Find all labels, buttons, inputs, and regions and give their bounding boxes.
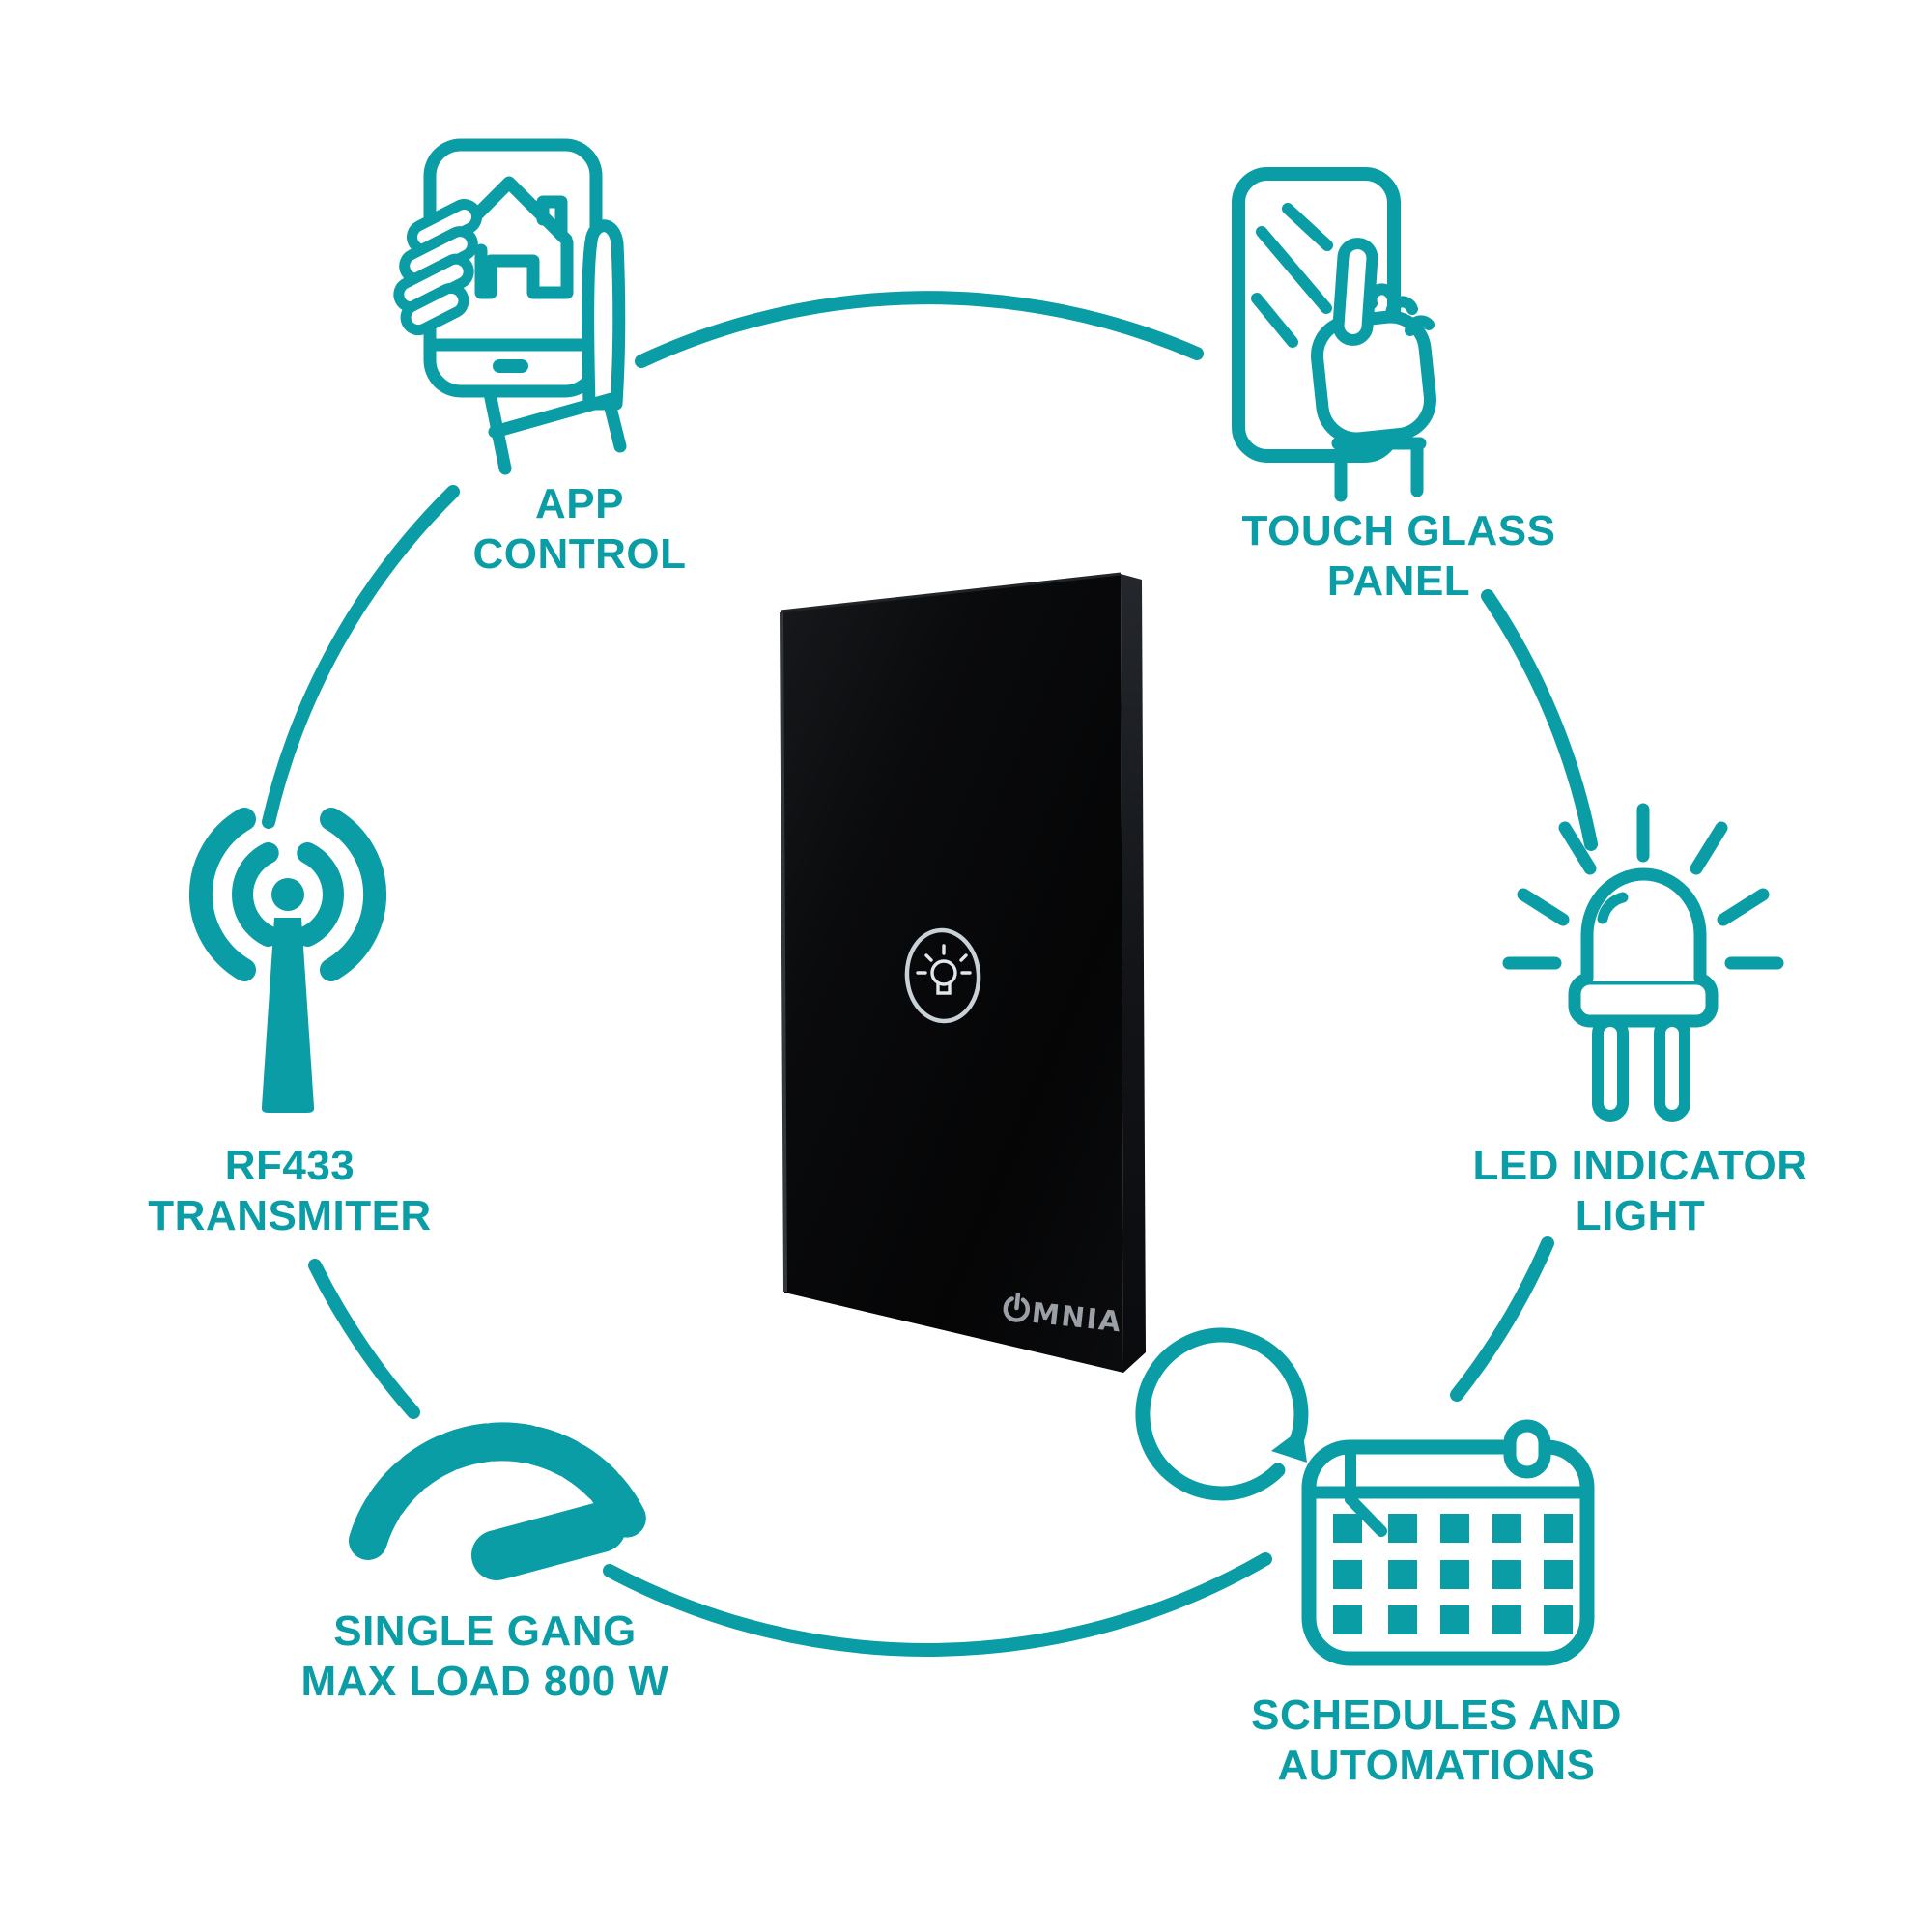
antenna-dot xyxy=(271,878,304,911)
led-rays xyxy=(1502,803,1784,970)
feature-label-line: CONTROL xyxy=(472,529,687,578)
gauge-needle xyxy=(471,1502,626,1580)
power-icon xyxy=(1003,1292,1031,1322)
calendar-binder-ring xyxy=(1503,1419,1551,1479)
feature-label-line: MAX LOAD 800 W xyxy=(300,1657,669,1705)
rf433-antenna-icon xyxy=(188,808,387,1113)
led-collar xyxy=(1568,972,1719,1028)
schedules-icon xyxy=(1135,1327,1595,1666)
wrist-cuff xyxy=(483,386,627,475)
led-dome xyxy=(1580,867,1707,985)
feature-label-single-gang: SINGLE GANG MAX LOAD 800 W xyxy=(300,1606,668,1707)
connector-arc-upper-right xyxy=(1481,589,1598,851)
led-indicator-icon xyxy=(1502,803,1784,1122)
touch-glass-panel-icon xyxy=(1232,167,1437,502)
gripping-fingers xyxy=(393,199,482,336)
feature-label-led-indicator: LED INDICATOR LIGHT xyxy=(1472,1141,1807,1241)
feature-label-schedules: SCHEDULES AND AUTOMATIONS xyxy=(1251,1690,1622,1791)
touch-button-ring[interactable] xyxy=(904,927,981,1024)
led-highlight xyxy=(1597,892,1629,924)
feature-label-line: AUTOMATIONS xyxy=(1277,1741,1596,1789)
feature-label-line: TRANSMITER xyxy=(148,1191,432,1239)
calendar-outline xyxy=(1301,1439,1595,1666)
clock-face xyxy=(1135,1327,1309,1501)
app-control-icon xyxy=(393,138,627,475)
connector-arc-lower-left xyxy=(308,1259,420,1419)
connector-arcs xyxy=(262,291,1598,1657)
switch-side-edge xyxy=(1121,574,1146,1373)
clock-hands xyxy=(1345,1440,1387,1537)
feature-label-line: TOUCH GLASS xyxy=(1241,507,1556,554)
connector-arc-bottom xyxy=(603,1552,1272,1657)
led-leg-right xyxy=(1654,1015,1690,1122)
feature-label-line: APP xyxy=(535,480,624,527)
antenna-mast xyxy=(261,918,315,1113)
wrist-cuff xyxy=(1331,437,1427,502)
knuckles xyxy=(1365,283,1435,336)
connector-arc-upper-left xyxy=(262,485,460,829)
feature-label-line: LED INDICATOR xyxy=(1472,1142,1808,1189)
calendar-grid xyxy=(1333,1514,1573,1634)
smart-switch-product: MNIA xyxy=(780,572,1146,1373)
feature-label-line: RF433 xyxy=(224,1142,355,1189)
feature-label-touch-glass-panel: TOUCH GLASS PANEL xyxy=(1242,506,1556,607)
switch-glass-face xyxy=(781,574,1123,1373)
feature-label-app-control: APP CONTROL xyxy=(472,479,686,580)
clock-center-dot xyxy=(1345,1493,1356,1505)
connector-arc-top xyxy=(635,291,1204,368)
gauge-icon xyxy=(349,1422,648,1580)
switch-top-edge-highlight xyxy=(780,572,1122,613)
led-leg-left xyxy=(1592,1015,1629,1122)
feature-label-line: PANEL xyxy=(1326,556,1471,605)
switch-left-edge-highlight xyxy=(780,611,787,1293)
thumb xyxy=(582,219,626,411)
clock-rotate-arrow xyxy=(1271,1428,1307,1463)
glass-reflection-lines xyxy=(1251,203,1333,348)
radio-waves xyxy=(188,808,387,981)
feature-label-line: LIGHT xyxy=(1575,1191,1706,1239)
feature-label-line: SCHEDULES AND xyxy=(1251,1691,1622,1739)
light-bulb-icon xyxy=(916,944,972,995)
feature-label-rf433-transmitter: RF433 TRANSMITER xyxy=(148,1141,431,1241)
gauge-segmented-arc xyxy=(349,1422,648,1560)
connector-arc-lower-right xyxy=(1450,1236,1554,1402)
feature-label-line: SINGLE GANG xyxy=(333,1607,637,1655)
